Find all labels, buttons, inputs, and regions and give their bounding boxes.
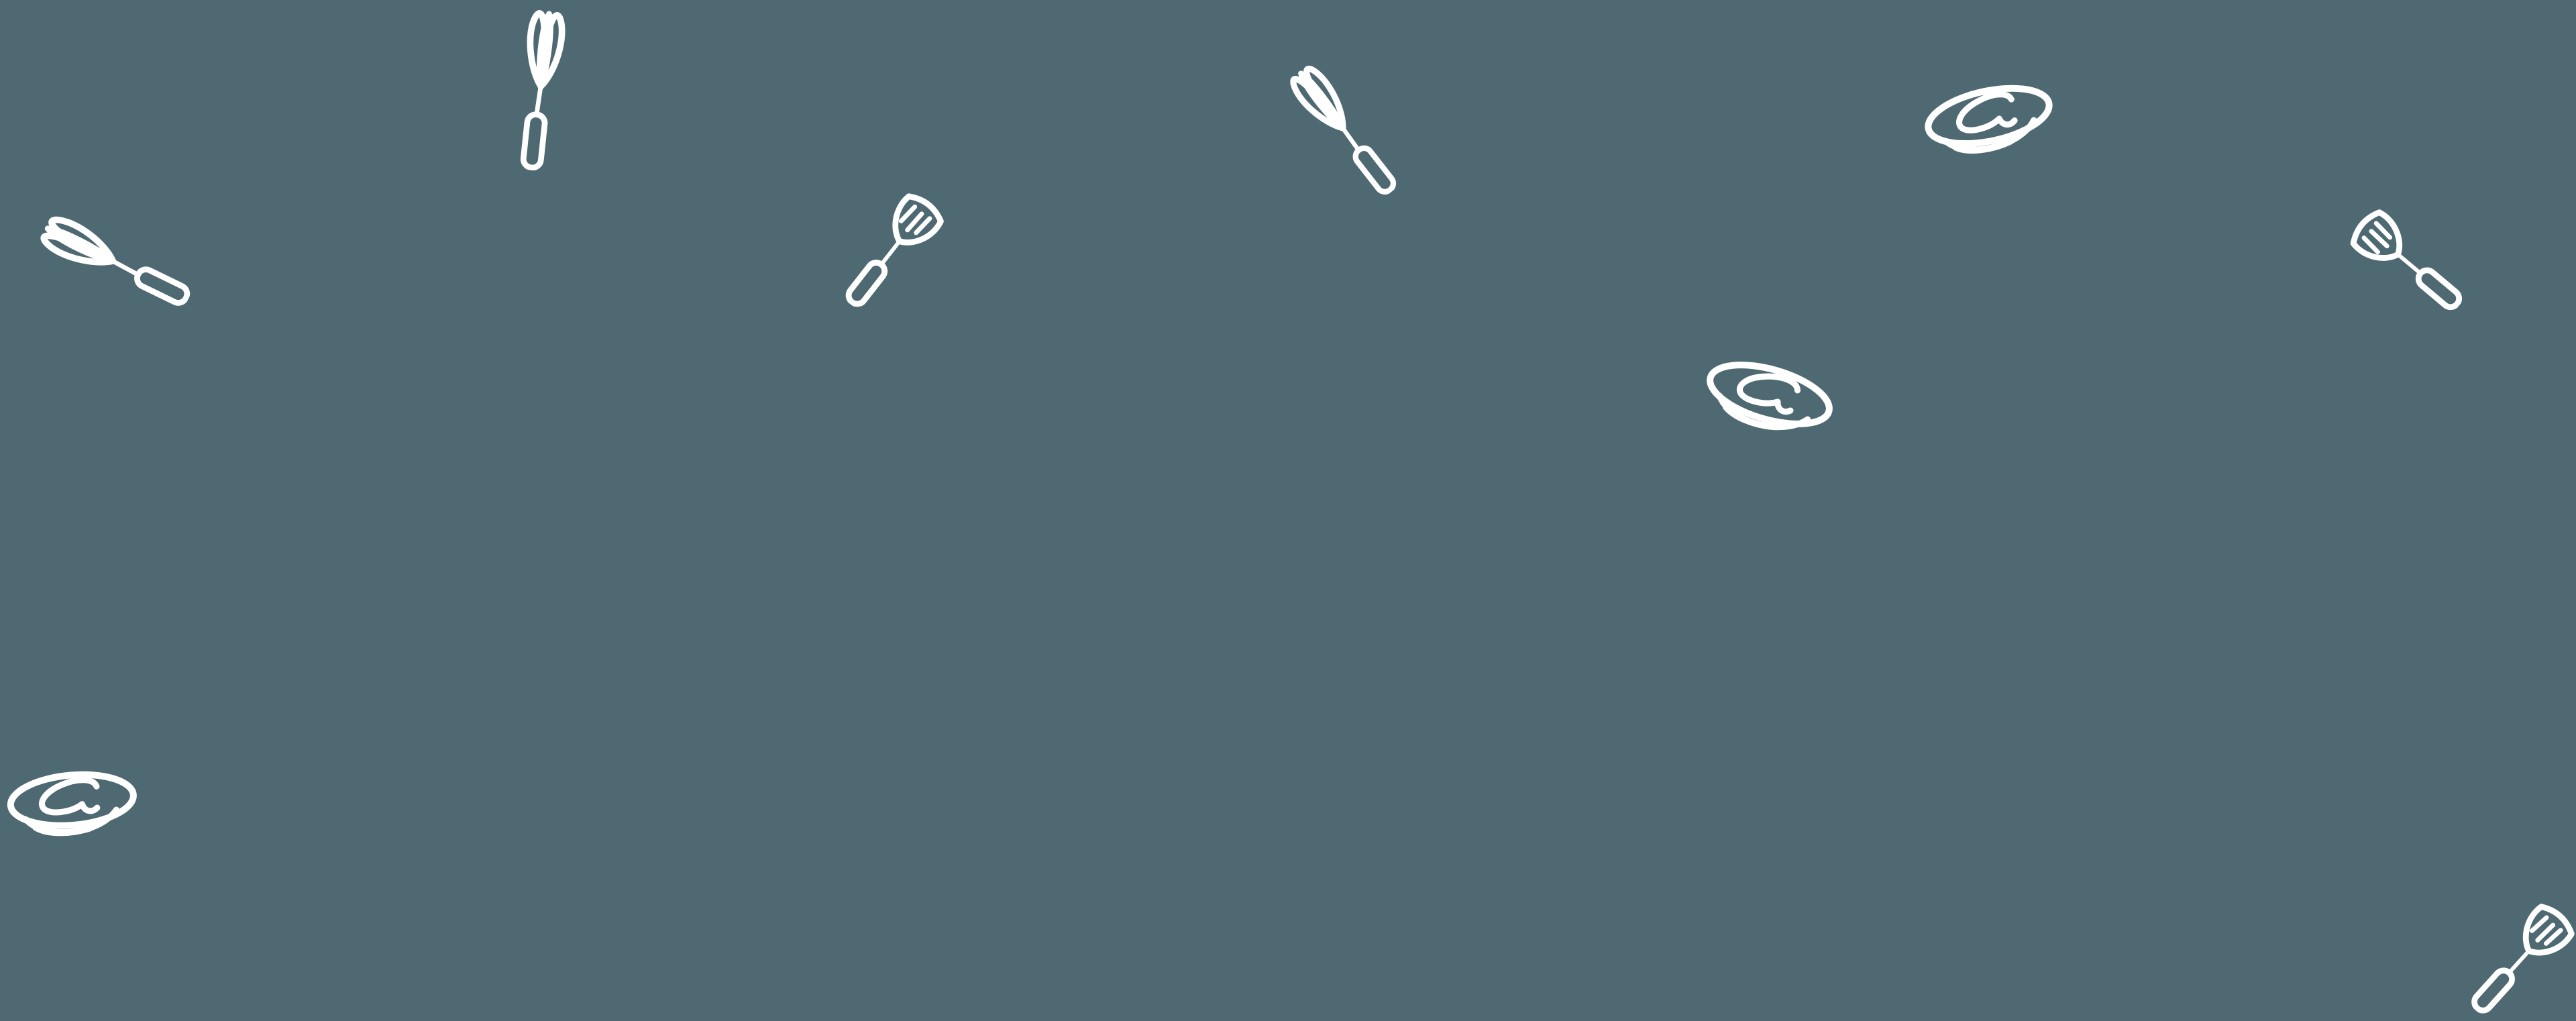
plate-icon (0, 765, 146, 845)
whisk-icon (30, 206, 199, 317)
spatula-icon (2455, 891, 2576, 1021)
plate-icon (1695, 348, 1842, 449)
spatula-icon (829, 180, 955, 321)
whisk-icon (511, 0, 570, 174)
whisk-icon (1279, 54, 1409, 203)
spatula-icon (2337, 197, 2476, 326)
plate-icon (1917, 74, 2062, 167)
